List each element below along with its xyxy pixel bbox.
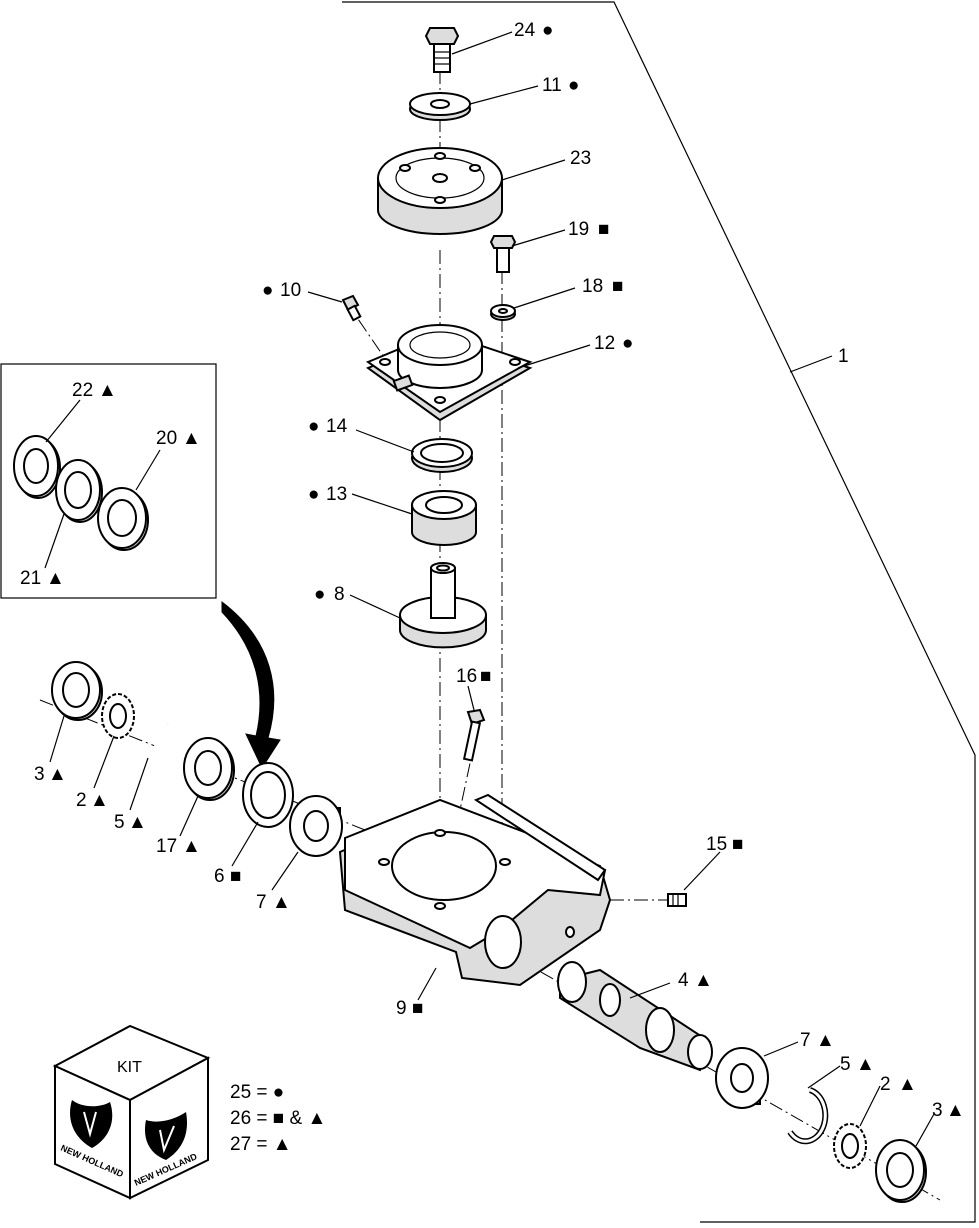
callout-18: 18: [582, 276, 603, 297]
kit-legend-25: 25 = ●: [230, 1082, 284, 1103]
callout-6: 6: [214, 866, 225, 887]
assembly-bracket: [342, 1, 976, 1223]
lockwasher-2-right: [833, 1123, 867, 1169]
plug-15: [667, 893, 687, 907]
callout-7-right: 7: [800, 1030, 811, 1051]
housing-9: [338, 793, 612, 987]
callout-11-symbol: ●: [568, 75, 579, 96]
bolt-19: [489, 235, 517, 273]
callout-7-left: 7: [256, 892, 267, 913]
seal-6: [242, 762, 294, 828]
callout-3-left-symbol: ▲: [48, 764, 67, 785]
callout-4: 4: [678, 970, 689, 991]
callout-9-symbol: ■: [412, 998, 423, 1019]
callout-8: 8: [334, 584, 345, 605]
callout-24-symbol: ●: [542, 20, 553, 41]
ring-3-right: [875, 1139, 927, 1203]
callout-8-symbol: ●: [314, 584, 325, 605]
bearing-13: [411, 490, 477, 546]
callout-17-symbol: ▲: [182, 836, 201, 857]
callout-6-symbol: ■: [230, 866, 241, 887]
callout-20: 20: [156, 428, 177, 449]
callout-1: 1: [838, 346, 849, 367]
callout-18-symbol: ■: [612, 276, 623, 297]
callout-12-symbol: ●: [622, 333, 633, 354]
cap-23: [377, 147, 503, 235]
callout-24: 24: [514, 20, 536, 41]
callout-13: 13: [326, 484, 347, 505]
kit-legend-27: 27 = ▲: [230, 1134, 292, 1155]
kit-legend-26: 26 = ■ & ▲: [230, 1108, 326, 1129]
callout-7-right-symbol: ▲: [816, 1030, 835, 1051]
callout-10-symbol: ●: [262, 280, 273, 301]
snapring-5-right: [787, 1087, 829, 1145]
callout-17: 17: [156, 836, 177, 857]
callout-3-right: 3: [932, 1100, 943, 1121]
callout-5-left: 5: [114, 812, 125, 833]
leader-lines: [44, 31, 935, 1147]
callout-19-symbol: ■: [598, 219, 609, 240]
kit-legend: 25 = ● 26 = ■ & ▲ 27 = ▲: [230, 1082, 326, 1155]
kit-cube: KIT NEW HOLLAND NEW HOLLAND: [52, 1024, 211, 1200]
callout-9: 9: [396, 998, 407, 1019]
callout-19: 19: [568, 219, 589, 240]
callout-3-right-symbol: ▲: [946, 1100, 965, 1121]
callout-20-symbol: ▲: [182, 428, 201, 449]
bearing-7-right: [715, 1047, 769, 1109]
callout-10: 10: [280, 280, 301, 301]
callout-21-symbol: ▲: [46, 568, 65, 589]
callout-16: 16: [456, 666, 477, 687]
callout-2-left-symbol: ▲: [90, 790, 109, 811]
shaft-8: [399, 562, 487, 649]
lockwasher-2-left: [101, 693, 135, 739]
callout-22-symbol: ▲: [98, 380, 117, 401]
fitting-10: [341, 294, 362, 322]
callout-labels: 24 ● 11 ● 23 19 ■ 18 ■ ● 10 12 ● 1 ● 14 …: [20, 20, 965, 1121]
curved-arrow: [221, 600, 281, 770]
callout-15: 15: [706, 834, 727, 855]
callout-5-left-symbol: ▲: [128, 812, 147, 833]
callout-21: 21: [20, 568, 41, 589]
callout-13-symbol: ●: [308, 484, 319, 505]
callout-7-left-symbol: ▲: [272, 892, 291, 913]
bearing-7-left: [289, 795, 343, 857]
callout-5-right-symbol: ▲: [856, 1054, 875, 1075]
callout-16-symbol: ■: [480, 666, 491, 687]
inset-panel: [0, 363, 217, 599]
callout-14: 14: [326, 416, 348, 437]
fitting-16: [462, 708, 486, 762]
callout-2-right: 2: [880, 1074, 891, 1095]
washer-11: [409, 92, 471, 121]
washer-18: [490, 304, 516, 321]
shaft-4: [557, 961, 713, 1072]
seal-14: [411, 438, 473, 473]
callout-11: 11: [542, 75, 562, 96]
callout-3-left: 3: [34, 764, 45, 785]
ring-3-left: [51, 661, 103, 721]
callout-5-right: 5: [840, 1054, 851, 1075]
callout-23: 23: [570, 148, 591, 169]
kit-box-label: KIT: [117, 1059, 142, 1076]
callout-12: 12: [594, 333, 615, 354]
ring-17: [183, 737, 235, 801]
callout-2-left: 2: [76, 790, 87, 811]
bolt-24: [424, 27, 460, 73]
callout-14-symbol: ●: [308, 416, 319, 437]
callout-4-symbol: ▲: [694, 970, 713, 991]
housing-12: [365, 324, 533, 422]
callout-15-symbol: ■: [732, 834, 743, 855]
callout-22: 22: [72, 380, 93, 401]
callout-2-right-symbol: ▲: [898, 1074, 917, 1095]
